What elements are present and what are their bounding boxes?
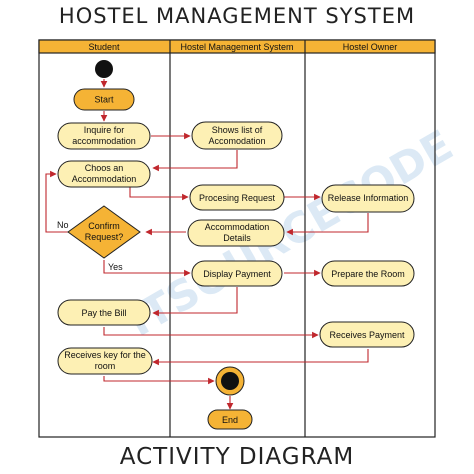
svg-text:Accommodation: Accommodation [72,174,137,184]
svg-text:Request?: Request? [85,232,124,242]
lane-student: Student [88,42,120,52]
final-node [215,366,245,396]
lane-hostel-management-system: Hostel Management System [180,42,293,52]
node-start: Start [73,88,135,111]
svg-text:Confirm: Confirm [88,221,120,231]
svg-text:Accommodation: Accommodation [205,222,270,232]
svg-text:accommodation: accommodation [72,136,136,146]
initial-node [95,60,113,78]
svg-text:Inquire for: Inquire for [84,125,125,135]
svg-text:Pay the Bill: Pay the Bill [81,308,126,318]
diagram-title: HOSTEL MANAGEMENT SYSTEM [58,4,416,28]
node-pay-bill: Pay the Bill [57,299,151,326]
guard-yes: Yes [108,262,123,272]
node-processing-request: Procesing Request [189,184,285,211]
svg-text:Receives Payment: Receives Payment [329,330,405,340]
svg-text:Accomodation: Accomodation [208,136,265,146]
node-choose-accommodation: Choos an Accommodation [57,160,151,188]
svg-text:Display Payment: Display Payment [203,269,271,279]
decision-confirm-request: Confirm Request? [67,205,141,259]
node-inquire: Inquire for accommodation [57,122,151,150]
flow-arrows [45,79,369,410]
svg-text:Procesing Request: Procesing Request [199,193,276,203]
guard-no: No [57,220,69,230]
svg-text:End: End [222,415,238,425]
svg-text:Start: Start [94,95,114,105]
svg-text:room: room [95,361,116,371]
svg-text:Release Information: Release Information [328,193,409,203]
svg-text:Shows list of: Shows list of [212,125,263,135]
node-accommodation-details: Accommodation Details [187,219,285,247]
swimlane-frame [38,39,436,438]
node-shows-list: Shows list of Accomodation [191,121,283,150]
svg-text:Choos an: Choos an [85,163,124,173]
svg-text:Details: Details [223,233,251,243]
node-receives-key: Receives key for the room [57,347,153,375]
node-receives-payment: Receives Payment [319,321,415,348]
node-display-payment: Display Payment [191,260,283,287]
lane-hostel-owner: Hostel Owner [343,42,398,52]
node-prepare-room: Prepare the Room [321,260,415,287]
node-release-information: Release Information [321,184,415,213]
node-end: End [207,409,253,430]
svg-text:Prepare the Room: Prepare the Room [331,269,405,279]
svg-text:Receives key for the: Receives key for the [64,350,146,360]
diagram-subtitle: ACTIVITY DIAGRAM [119,444,355,470]
